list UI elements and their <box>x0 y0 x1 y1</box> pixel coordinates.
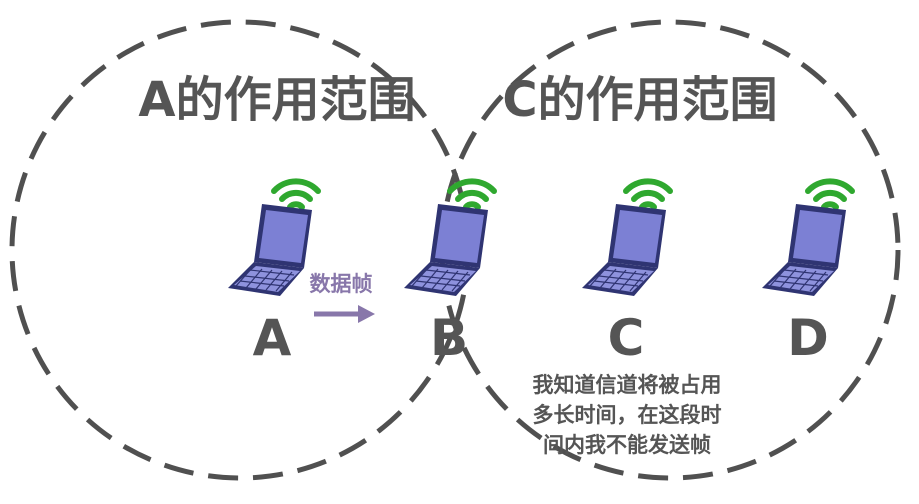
a-range-title: A的作用范围 <box>138 72 415 128</box>
laptop-icon <box>761 203 847 297</box>
note-line-1: 我知道信道将被占用 <box>533 373 722 397</box>
wifi-icon <box>626 181 670 207</box>
node-label-c: C <box>608 309 645 367</box>
wifi-icon <box>808 181 852 207</box>
node-label-a: A <box>253 309 292 367</box>
c-range-title: C的作用范围 <box>502 72 777 128</box>
c-range-circle <box>439 19 901 481</box>
laptop-icon <box>581 203 667 297</box>
laptop-icon <box>227 203 313 297</box>
data-frame-label: 数据帧 <box>310 272 373 296</box>
laptop-icon <box>403 203 489 297</box>
note-line-3: 间内我不能发送帧 <box>543 433 711 457</box>
node-label-b: B <box>430 309 468 367</box>
laptop-c <box>581 181 670 297</box>
laptop-a <box>227 181 318 297</box>
wifi-icon <box>450 181 494 207</box>
wifi-icon <box>274 181 318 207</box>
laptop-d <box>761 181 852 297</box>
data-frame-arrow <box>314 305 375 323</box>
node-label-d: D <box>787 309 829 367</box>
note-line-2: 多长时间，在这段时 <box>533 403 722 427</box>
